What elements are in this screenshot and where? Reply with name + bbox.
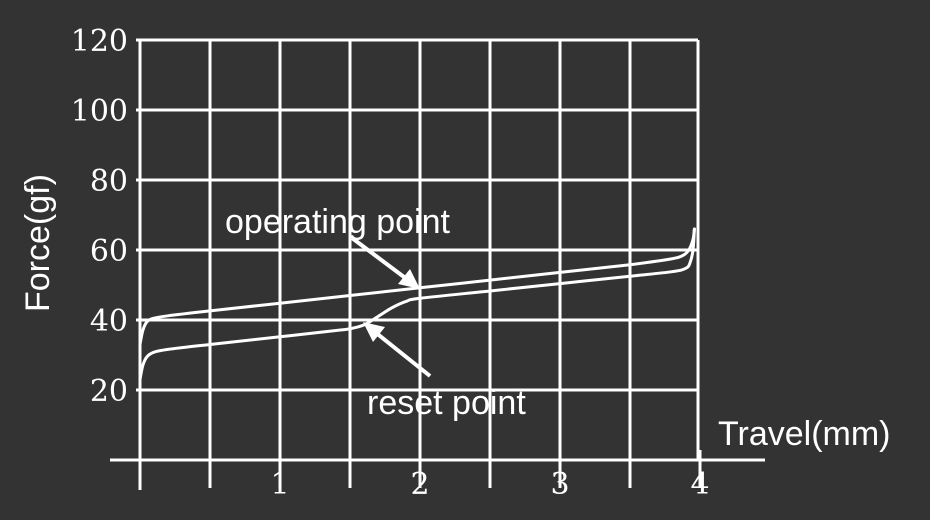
series-line-lower [138, 227, 696, 381]
x-ticks: 1 2 3 4 [138, 450, 710, 502]
operating-point-arrow-head [398, 269, 420, 289]
y-tick-label: 20 [90, 374, 128, 409]
x-tick-label: 4 [690, 467, 709, 502]
y-tick-label: 120 [71, 24, 128, 59]
operating-point-arrow-line [350, 236, 410, 282]
reset-point-arrow-head [363, 322, 385, 342]
grid [140, 38, 700, 460]
y-tick-label: 80 [90, 164, 128, 199]
axes [110, 40, 765, 490]
operating-point-label: operating point [225, 203, 451, 241]
y-tick-label: 100 [71, 94, 128, 129]
x-tick-label: 2 [410, 467, 429, 502]
x-axis-title: Travel(mm) [718, 415, 891, 453]
series-line-upper [138, 227, 696, 346]
series-layer [138, 227, 696, 381]
reset-point-label: reset point [367, 384, 526, 422]
x-tick-label: 1 [270, 467, 289, 502]
y-ticks: 20 40 60 80 100 120 [71, 24, 140, 409]
y-tick-label: 60 [90, 234, 128, 269]
reset-point-arrow-line [373, 330, 432, 378]
y-axis-title: Force(gf) [19, 174, 57, 312]
annotation-arrows [350, 236, 432, 378]
x-tick-label: 3 [550, 467, 569, 502]
y-tick-label: 40 [90, 304, 128, 339]
